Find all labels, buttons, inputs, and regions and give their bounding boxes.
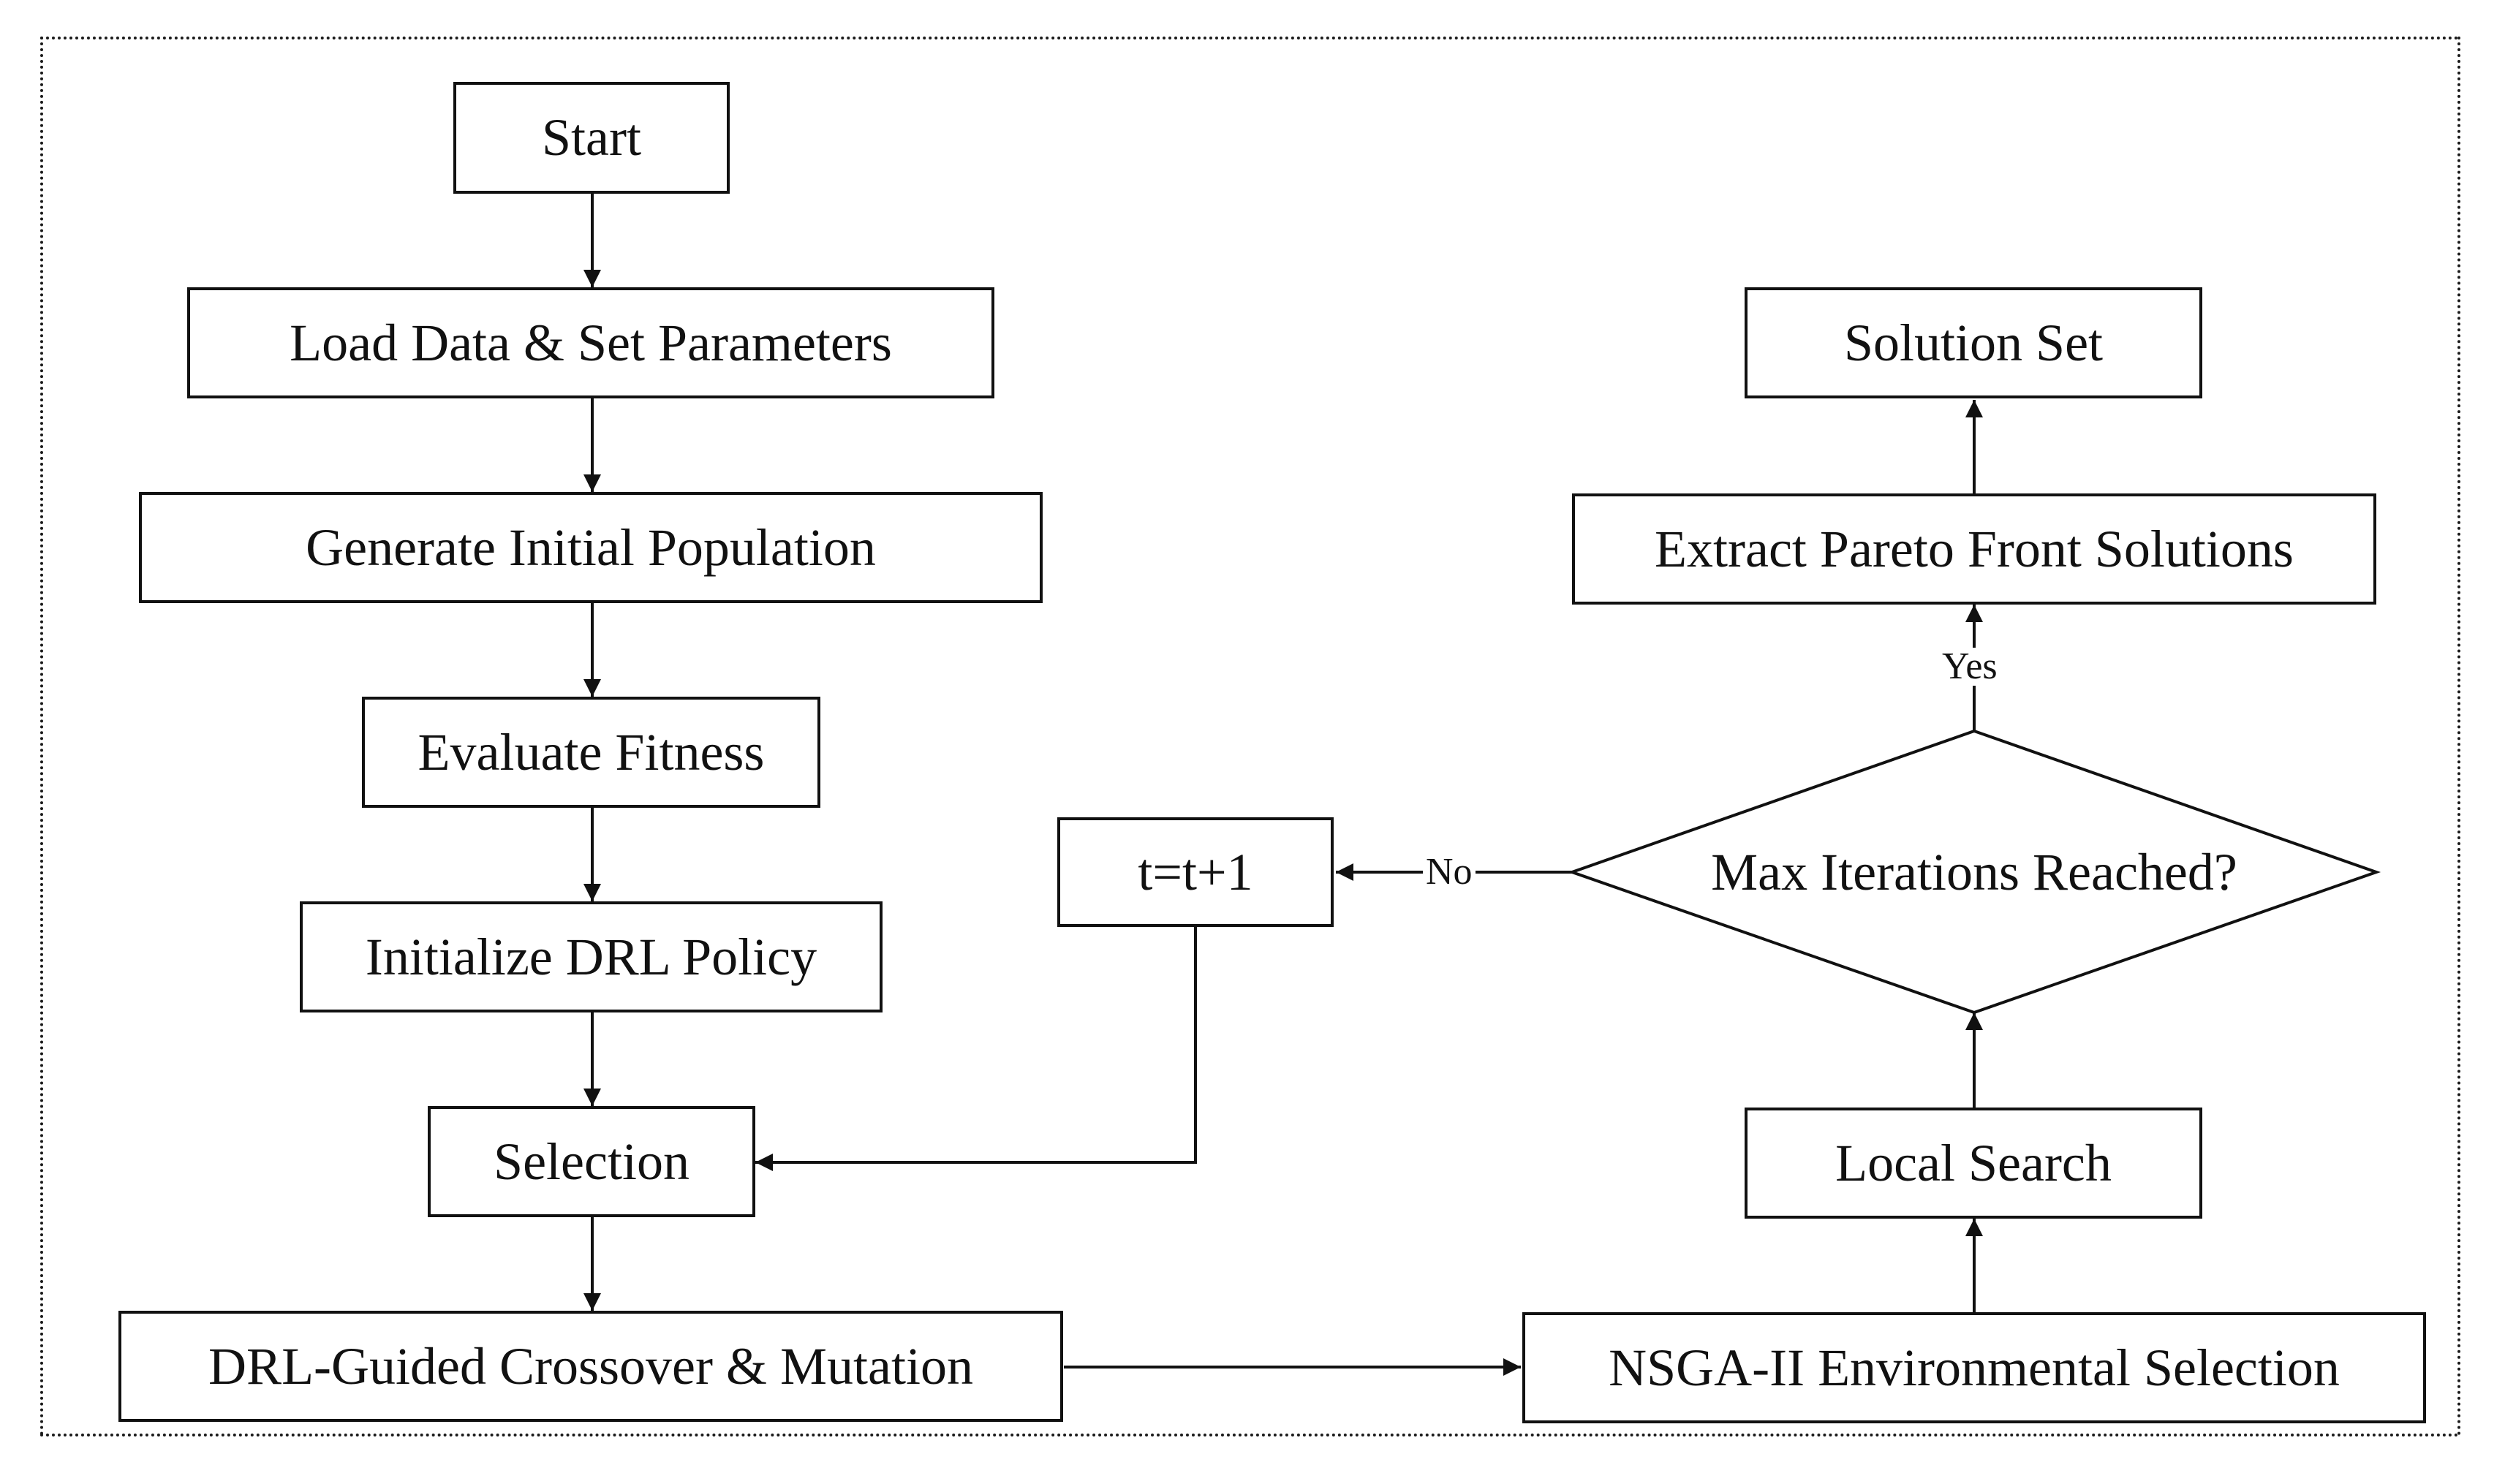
load-data-node: Load Data & Set Parameters bbox=[187, 287, 994, 398]
arrow-increment-to-selection bbox=[755, 927, 1197, 1171]
evaluate-fitness-node: Evaluate Fitness bbox=[362, 697, 820, 808]
nsga-selection-node: NSGA-II Environmental Selection bbox=[1522, 1312, 2426, 1423]
diagram-frame bbox=[40, 37, 2460, 1436]
crossover-mutation-node: DRL-Guided Crossover & Mutation bbox=[118, 1311, 1063, 1422]
extract-pareto-node: Extract Pareto Front Solutions bbox=[1572, 493, 2376, 605]
start-node: Start bbox=[453, 82, 730, 194]
no-label: No bbox=[1423, 853, 1476, 891]
selection-node: Selection bbox=[428, 1106, 755, 1217]
max-iterations-decision: Max Iterations Reached? bbox=[1711, 842, 2237, 901]
decision-diamond bbox=[1567, 729, 2381, 1015]
generate-population-node: Generate Initial Population bbox=[139, 492, 1043, 603]
initialize-drl-node: Initialize DRL Policy bbox=[300, 901, 883, 1012]
yes-label: Yes bbox=[1939, 648, 2000, 686]
solution-set-node: Solution Set bbox=[1745, 287, 2202, 398]
increment-node: t=t+1 bbox=[1057, 817, 1334, 927]
local-search-node: Local Search bbox=[1745, 1108, 2202, 1219]
